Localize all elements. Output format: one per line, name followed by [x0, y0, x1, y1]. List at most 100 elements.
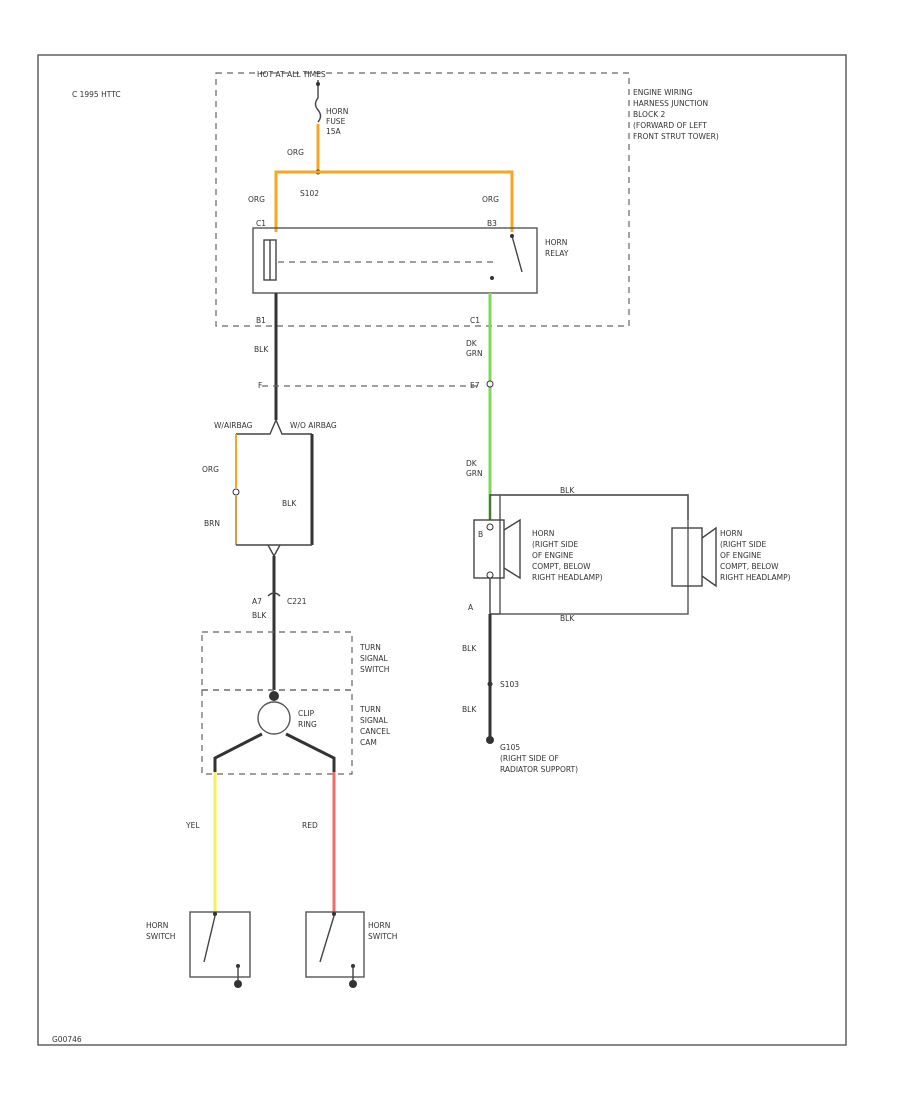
- turn-signal-cancel-box: [201, 689, 353, 775]
- horn-fuse-line-3: 15A: [326, 127, 342, 136]
- conn-f-label: F: [258, 381, 262, 390]
- blk-label-b: BLK: [282, 499, 297, 508]
- turn-signal-switch-line-1: TURN: [359, 643, 381, 652]
- horn-right-line-5: RIGHT HEADLAMP): [532, 573, 603, 582]
- horn-ground-link: [489, 578, 500, 615]
- horn-right-bell: [503, 518, 521, 580]
- airbag-label: W/AIRBAG: [214, 421, 253, 430]
- red-label: RED: [302, 821, 318, 830]
- horn-right-terminal-b: [486, 571, 494, 579]
- horn-left-line-1: HORN: [720, 529, 742, 538]
- horn-switch-right-ground: [349, 980, 357, 988]
- turn-signal-cancel-line-1: TURN: [359, 705, 381, 714]
- conn-e7-pin: [486, 380, 494, 388]
- blk-label-c: BLK: [560, 486, 575, 495]
- horn-left-line-3: OF ENGINE: [720, 551, 762, 560]
- copyright-text: C 1995 HTTC: [72, 90, 121, 99]
- conn-b-label: B: [478, 530, 483, 539]
- turn-signal-switch-line-2: SIGNAL: [360, 654, 389, 663]
- relay-contact-top: [510, 234, 514, 238]
- splice-s102-label: S102: [300, 189, 319, 198]
- horn-left-line-2: (RIGHT SIDE: [720, 540, 767, 549]
- horn-switch-left-ground: [234, 980, 242, 988]
- horn-fuse-line-2: FUSE: [326, 117, 346, 126]
- junction-block-outline: [215, 72, 630, 327]
- org-label-d: ORG: [202, 465, 219, 474]
- horn-left-bell: [701, 526, 717, 588]
- blk-label-d: BLK: [560, 614, 575, 623]
- ejb-line-2: HARNESS JUNCTION: [633, 99, 708, 108]
- relay-pin-left-top: C1: [256, 219, 266, 228]
- org-label-b: ORG: [248, 195, 265, 204]
- dk-grn-b-line-2: GRN: [466, 469, 483, 478]
- turn-signal-switch-line-3: SWITCH: [360, 665, 389, 674]
- ground-g105: [486, 736, 494, 744]
- relay-pin-right-bot: C1: [470, 316, 480, 325]
- clip-ring-line-1: CLIP: [298, 709, 315, 718]
- horn-right-line-2: (RIGHT SIDE: [532, 540, 579, 549]
- dk-grn-a-line-1: DK: [466, 339, 478, 348]
- clip-ring-left-lead: [213, 732, 263, 772]
- horn-fuse-symbol: [314, 97, 322, 123]
- c221-pin-label: A7: [252, 597, 262, 606]
- horn-left-line-5: RIGHT HEADLAMP): [720, 573, 791, 582]
- splice-s103-dot: [487, 681, 493, 687]
- clip-ring-symbol: [257, 701, 291, 735]
- join-point: [267, 544, 281, 558]
- ejb-line-4: (FORWARD OF LEFT: [633, 121, 707, 130]
- horn-relay-line-2: RELAY: [545, 249, 569, 258]
- org-label-a: ORG: [287, 148, 304, 157]
- horn-switch-left-box: [189, 911, 251, 978]
- horn-switch-left-blade: [203, 915, 216, 963]
- turn-signal-cancel-line-2: SIGNAL: [360, 716, 389, 725]
- wo-airbag-label: W/O AIRBAG: [290, 421, 337, 430]
- horn-right-line-4: COMPT, BELOW: [532, 562, 591, 571]
- relay-pin-left-bot: B1: [256, 316, 266, 325]
- relay-pin-right-top: B3: [487, 219, 497, 228]
- airbag-diode: [232, 488, 240, 496]
- feed-dot: [316, 82, 320, 86]
- turn-signal-switch-box: [201, 631, 353, 691]
- horn-relay-line-1: HORN: [545, 238, 567, 247]
- dk-grn-b-line-1: DK: [466, 459, 478, 468]
- horn-right-line-1: HORN: [532, 529, 554, 538]
- horn-left-body: [671, 527, 703, 587]
- conn-e7-label: E7: [470, 381, 480, 390]
- horn-switch-right-line-2: SWITCH: [368, 932, 397, 941]
- horn-switch-right-contact: [332, 912, 336, 916]
- horn-fuse-line-1: HORN: [326, 107, 348, 116]
- horn-switch-right-line-1: HORN: [368, 921, 390, 930]
- ejb-line-3: BLOCK 2: [633, 110, 665, 119]
- horns-box: [499, 494, 689, 615]
- c221-label: C221: [287, 597, 307, 606]
- horn-switch-left-line-1: HORN: [146, 921, 168, 930]
- horn-switch-right-box: [305, 911, 365, 978]
- brn-label: BRN: [204, 519, 220, 528]
- horn-feed-bus: [489, 494, 689, 520]
- horn-switch-left-line-2: SWITCH: [146, 932, 175, 941]
- g105-line-3: RADIATOR SUPPORT): [500, 765, 578, 774]
- clip-ring-top-dot: [269, 691, 279, 701]
- relay-contact-bottom: [490, 276, 494, 280]
- ejb-line-5: FRONT STRUT TOWER): [633, 132, 719, 141]
- clip-ring-line-2: RING: [298, 720, 317, 729]
- figure-id: G00746: [52, 1035, 82, 1044]
- horn-left-line-4: COMPT, BELOW: [720, 562, 779, 571]
- blk-label-g: BLK: [462, 705, 477, 714]
- dk-grn-a-line-2: GRN: [466, 349, 483, 358]
- ejb-line-1: ENGINE WIRING: [633, 88, 693, 97]
- org-wire-relay-feed: [274, 170, 514, 232]
- horn-relay-box: [252, 227, 538, 294]
- hot-at-all-times-label: HOT AT ALL TIMES: [257, 70, 326, 79]
- turn-signal-cancel-line-4: CAM: [360, 738, 377, 747]
- relay-switch-blade: [511, 235, 523, 273]
- g105-line-1: G105: [500, 743, 520, 752]
- g105-line-2: (RIGHT SIDE OF: [500, 754, 559, 763]
- horn-switch-left-contact: [213, 912, 217, 916]
- conn-a-label: A: [468, 603, 474, 612]
- horn-right-terminal-a: [486, 523, 494, 531]
- turn-signal-cancel-line-3: CANCEL: [360, 727, 391, 736]
- horn-switch-right-blade: [319, 915, 335, 963]
- yel-label: YEL: [185, 821, 200, 830]
